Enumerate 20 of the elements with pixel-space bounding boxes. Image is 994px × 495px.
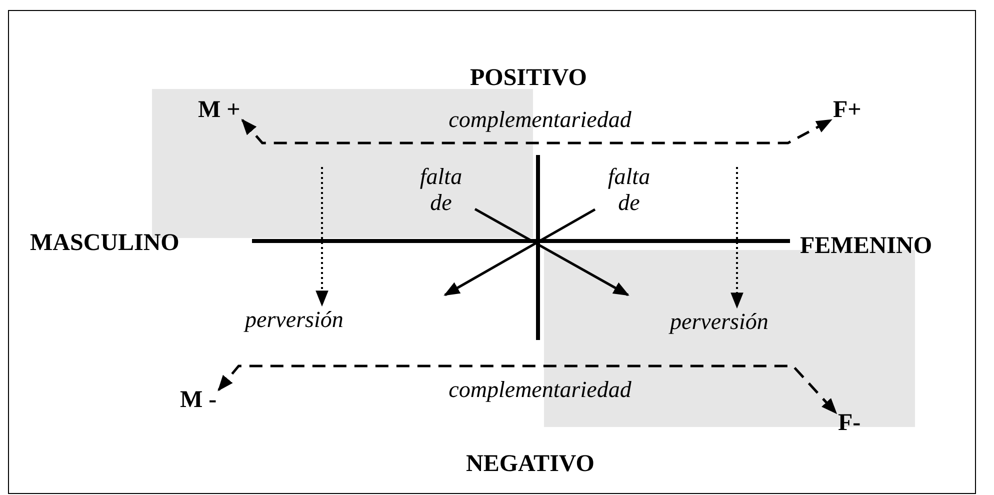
- axis-label: POSITIVO: [470, 64, 587, 92]
- relation-text: perversión: [245, 307, 344, 333]
- arrow: [444, 208, 596, 296]
- axis-label: FEMENINO: [800, 232, 932, 260]
- arrow: [474, 208, 630, 296]
- edge-label: complementariedad: [448, 377, 632, 403]
- relation-text: falta de: [598, 164, 660, 216]
- axis-label: MASCULINO: [30, 229, 180, 257]
- dashed-arrow: [218, 364, 838, 414]
- dashed-arrow: [730, 167, 744, 309]
- relation-text: falta de: [410, 164, 472, 216]
- quadrant-label: M +: [198, 96, 240, 124]
- edge-label: complementariedad: [448, 107, 632, 133]
- quadrant-label: F-: [838, 409, 861, 437]
- quadrant-label: M -: [180, 386, 217, 414]
- quadrant-label: F+: [833, 96, 862, 124]
- relation-text: perversión: [670, 309, 768, 335]
- dashed-arrow: [241, 118, 832, 144]
- dashed-arrow: [316, 167, 328, 307]
- axis-label: NEGATIVO: [466, 450, 594, 478]
